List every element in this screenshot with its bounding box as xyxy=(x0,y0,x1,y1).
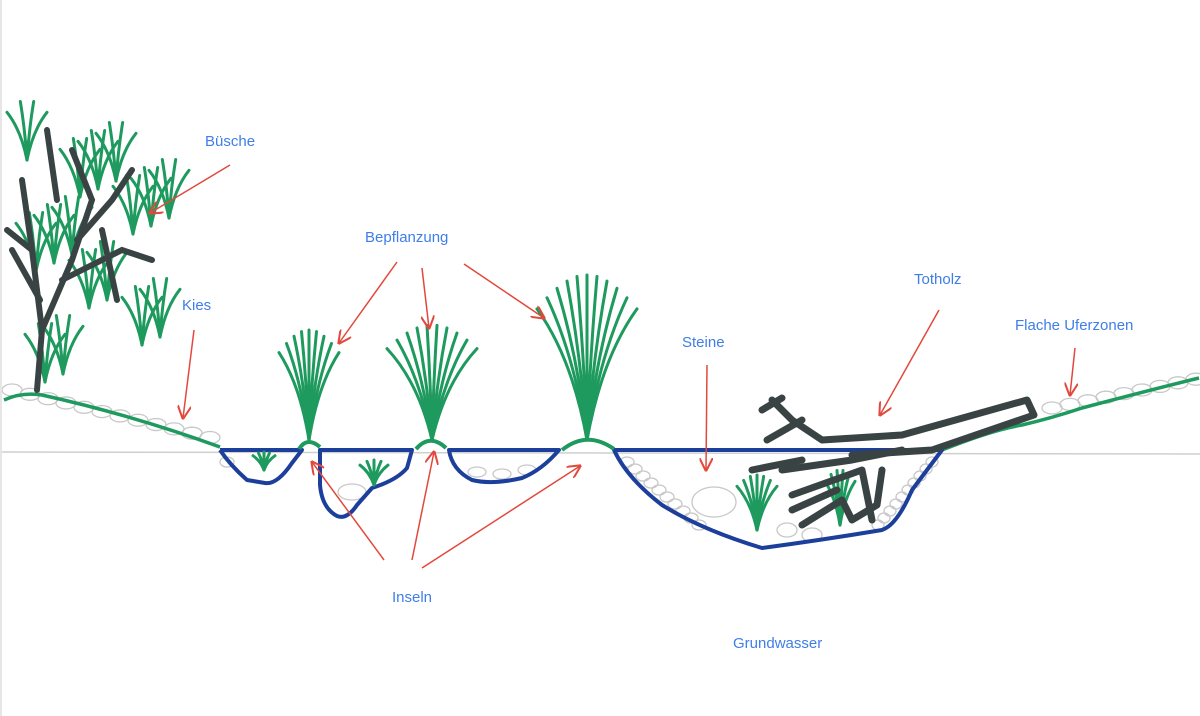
label-kies: Kies xyxy=(182,297,212,314)
stone xyxy=(889,498,903,510)
stone xyxy=(776,522,798,538)
plants xyxy=(5,100,857,532)
bush-foliage xyxy=(32,203,76,265)
stone xyxy=(667,498,683,510)
label-inseln: Inseln xyxy=(392,589,433,606)
arrow-inseln-2 xyxy=(411,452,434,561)
dead-wood xyxy=(748,394,1038,529)
label-totholz: Totholz xyxy=(914,271,962,288)
stone xyxy=(883,505,897,517)
ground-line xyxy=(2,451,1200,455)
arrow-bepflanzung-1 xyxy=(339,261,398,343)
stone xyxy=(651,484,667,496)
stone xyxy=(643,477,659,489)
arrow-inseln-3 xyxy=(421,466,580,569)
arrow-uferzonen xyxy=(1070,347,1075,395)
bush-foliage xyxy=(129,166,173,228)
bush-foliage xyxy=(138,277,182,339)
stone xyxy=(492,468,512,480)
label-bepflanzung: Bepflanzung xyxy=(365,229,449,246)
plant-island-1 xyxy=(277,328,341,442)
label-busche: Büsche xyxy=(205,133,256,150)
pointer-arrows xyxy=(150,164,1075,569)
arrow-bepflanzung-2 xyxy=(422,267,429,328)
arrow-kies xyxy=(183,329,195,418)
label-flache-uferzonen: Flache Uferzonen xyxy=(1015,317,1134,334)
stone xyxy=(467,466,487,478)
plant-basin-1 xyxy=(251,450,277,472)
stone xyxy=(691,519,707,531)
bush-foliage xyxy=(120,285,164,347)
bush-branches xyxy=(4,127,155,393)
plant-basin-3 xyxy=(735,473,779,532)
stone xyxy=(635,470,651,482)
arrow-steine xyxy=(706,364,707,470)
arrow-totholz xyxy=(880,309,940,415)
stone xyxy=(659,491,675,503)
label-steine: Steine xyxy=(682,334,725,351)
arrow-bepflanzung-3 xyxy=(463,263,544,318)
plant-island-2 xyxy=(385,323,479,442)
bush-foliage xyxy=(147,158,191,220)
plant-island-3 xyxy=(535,273,639,442)
arrow-busche xyxy=(150,164,231,213)
stone xyxy=(877,512,891,524)
stone xyxy=(1185,372,1200,386)
plant-basin-2 xyxy=(358,458,390,487)
arrow-inseln-1 xyxy=(312,462,385,561)
left-bank xyxy=(3,392,221,449)
label-grundwasser: Grundwasser xyxy=(733,635,823,652)
bush-foliage xyxy=(94,121,138,183)
stone xyxy=(627,463,643,475)
bush-foliage xyxy=(5,100,49,162)
stone xyxy=(691,486,737,518)
stone xyxy=(1041,401,1063,415)
bush-foliage xyxy=(76,129,120,191)
